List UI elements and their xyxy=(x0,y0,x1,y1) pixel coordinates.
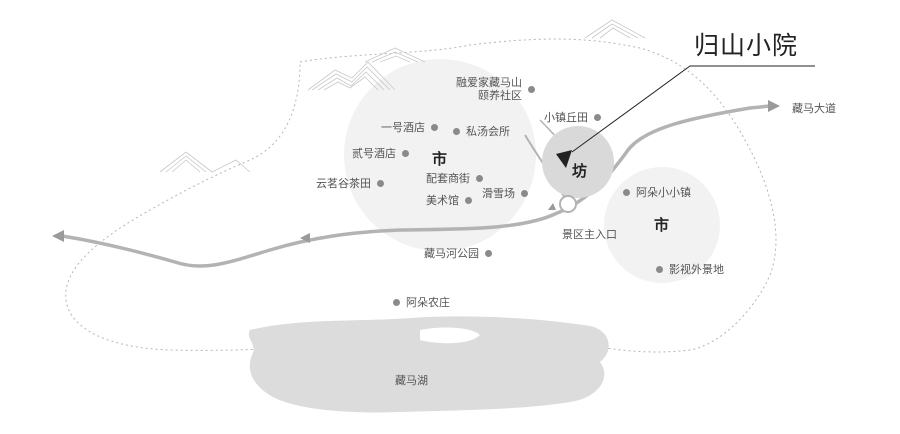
poi-label: 融爱家藏马山 xyxy=(456,76,522,89)
fang-circle xyxy=(542,126,614,198)
market-area-left xyxy=(344,59,536,251)
poi-label: 贰号酒店 xyxy=(352,147,396,160)
poi-label: 配套商街 xyxy=(426,172,470,185)
poi-label: 藏马河公园 xyxy=(424,247,479,260)
poi-zangmahe-gongyuan[interactable]: 藏马河公园 xyxy=(424,247,492,260)
poi-aduo-xiaozhen[interactable]: 阿朵小小镇 xyxy=(623,186,691,199)
poi-xiaozhen-qiutian[interactable]: 小镇丘田 xyxy=(544,111,601,124)
poi-label: 小镇丘田 xyxy=(544,111,588,124)
poi-erhao-jiudian[interactable]: 贰号酒店 xyxy=(352,147,409,160)
poi-dot xyxy=(377,180,384,187)
zone-label-market-left: 市 xyxy=(432,150,448,168)
poi-label: 一号酒店 xyxy=(381,121,425,134)
poi-dot xyxy=(453,128,460,135)
mountain-decoration xyxy=(159,19,646,173)
poi-meishuguan[interactable]: 美术馆 xyxy=(426,194,472,207)
poi-dot xyxy=(402,150,409,157)
title-leader-line xyxy=(571,65,815,153)
zone-label-market-right: 市 xyxy=(654,216,670,234)
poi-dot xyxy=(465,197,472,204)
poi-peitao-shangjie[interactable]: 配套商街 xyxy=(426,172,483,185)
poi-huaxuechang[interactable]: 滑雪场 xyxy=(482,187,528,200)
main-road xyxy=(60,104,772,268)
poi-label: 美术馆 xyxy=(426,194,459,207)
road-arrow-right xyxy=(768,100,780,112)
road-direction-arrow xyxy=(300,233,310,243)
lake-label: 藏马湖 xyxy=(395,374,428,387)
entrance-marker xyxy=(559,195,577,213)
poi-aduo-nongzhuang[interactable]: 阿朵农庄 xyxy=(393,296,450,309)
poi-label: 阿朵小小镇 xyxy=(636,186,691,199)
market-area-right xyxy=(604,167,720,283)
poi-dot xyxy=(594,114,601,121)
poi-label: 云茗谷茶田 xyxy=(316,177,371,190)
poi-label: 影视外景地 xyxy=(669,263,724,276)
poi-sitang-huisuo[interactable]: 私汤会所 xyxy=(453,125,510,138)
poi-dot xyxy=(485,250,492,257)
poi-dot xyxy=(521,190,528,197)
poi-yihao-jiudian[interactable]: 一号酒店 xyxy=(381,121,438,134)
poi-dot xyxy=(623,189,630,196)
poi-dot xyxy=(476,175,483,182)
poi-yunming-chatian[interactable]: 云茗谷茶田 xyxy=(316,177,384,190)
poi-dot xyxy=(431,124,438,131)
guishan-marker xyxy=(556,150,572,168)
poi-label: 阿朵农庄 xyxy=(406,296,450,309)
lake xyxy=(248,316,609,413)
road-label: 藏马大道 xyxy=(792,102,836,115)
entrance-label: 景区主入口 xyxy=(562,228,617,241)
poi-dot xyxy=(656,266,663,273)
poi-dot xyxy=(393,299,400,306)
road-direction-arrow-2 xyxy=(548,203,556,210)
poi-label: 颐养社区 xyxy=(478,89,522,102)
poi-label: 私汤会所 xyxy=(466,125,510,138)
poi-label: 滑雪场 xyxy=(482,187,515,200)
poi-yingshi-jingdi[interactable]: 影视外景地 xyxy=(656,263,724,276)
poi-dot xyxy=(528,85,535,93)
road-arrow-left xyxy=(52,230,64,242)
poi-rongai[interactable]: 融爱家藏马山 颐养社区 xyxy=(456,76,535,102)
project-title: 归山小院 xyxy=(694,31,799,60)
zone-label-fang: 坊 xyxy=(572,162,588,180)
